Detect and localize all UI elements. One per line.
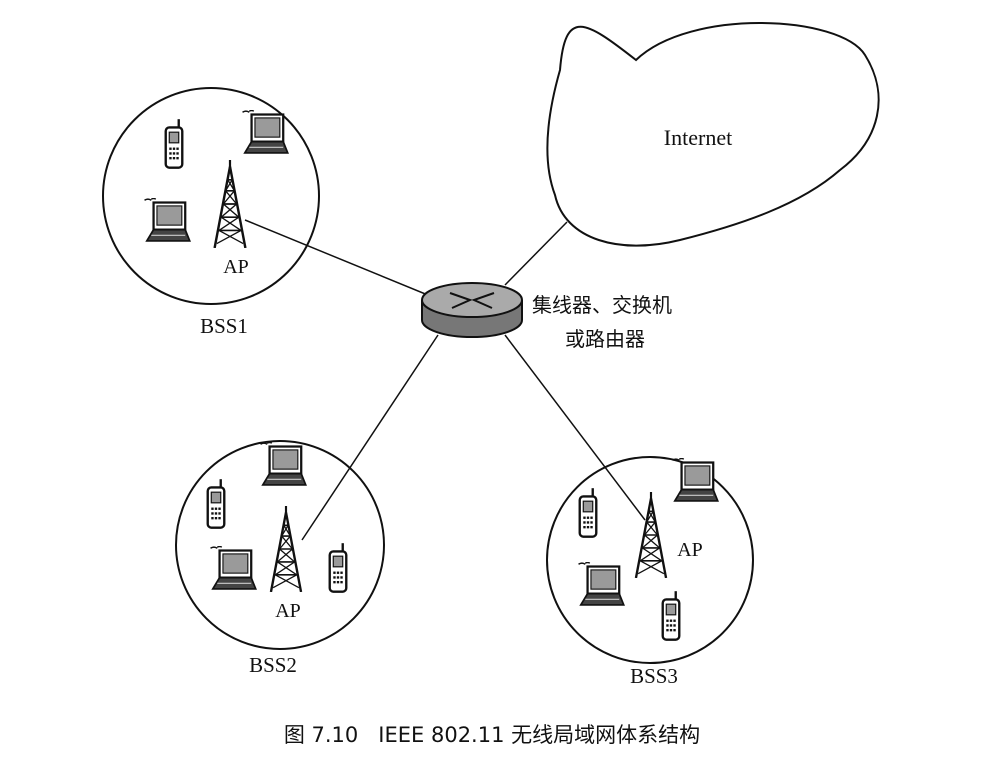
laptop-icon — [577, 562, 625, 607]
access-point-tower-icon — [634, 492, 668, 578]
laptop-icon — [143, 198, 191, 243]
ap-label: AP — [223, 256, 249, 278]
bss2-label: BSS2 — [249, 653, 297, 677]
mobile-phone-icon — [206, 478, 226, 529]
bss1-label: BSS1 — [200, 314, 248, 338]
mobile-phone-icon — [328, 542, 348, 593]
bss3-cell: AP BSS3 — [546, 456, 754, 688]
mobile-phone-icon — [661, 590, 681, 641]
internet-label: Internet — [664, 125, 732, 150]
hub-label-line1: 集线器、交换机 — [532, 293, 672, 317]
link-hub-internet — [504, 221, 568, 286]
laptop-icon — [209, 546, 257, 591]
access-point-tower-icon — [213, 160, 247, 248]
ap-label: AP — [677, 539, 703, 561]
hub-label-line2: 或路由器 — [565, 327, 645, 351]
bss3-label: BSS3 — [630, 664, 678, 688]
link-bss1-hub — [244, 219, 441, 301]
link-hub-bss3 — [504, 334, 646, 521]
figure-caption: 图 7.10 IEEE 802.11 无线局域网体系结构 — [284, 723, 700, 747]
ap-label: AP — [275, 600, 301, 622]
bss1-cell: AP BSS1 — [102, 87, 320, 338]
mobile-phone-icon — [164, 118, 184, 169]
laptop-icon — [671, 458, 719, 503]
mobile-phone-icon — [578, 487, 598, 538]
network-links — [244, 219, 646, 541]
bss2-cell: AP BSS2 — [175, 440, 385, 677]
internet-cloud: Internet — [546, 22, 880, 247]
hub-switch-router: 集线器、交换机 或路由器 — [421, 282, 672, 351]
link-hub-bss2 — [301, 334, 439, 541]
laptop-icon — [241, 110, 289, 155]
access-point-tower-icon — [269, 506, 303, 592]
router-arrows-icon — [449, 292, 495, 309]
laptop-icon — [259, 442, 307, 487]
